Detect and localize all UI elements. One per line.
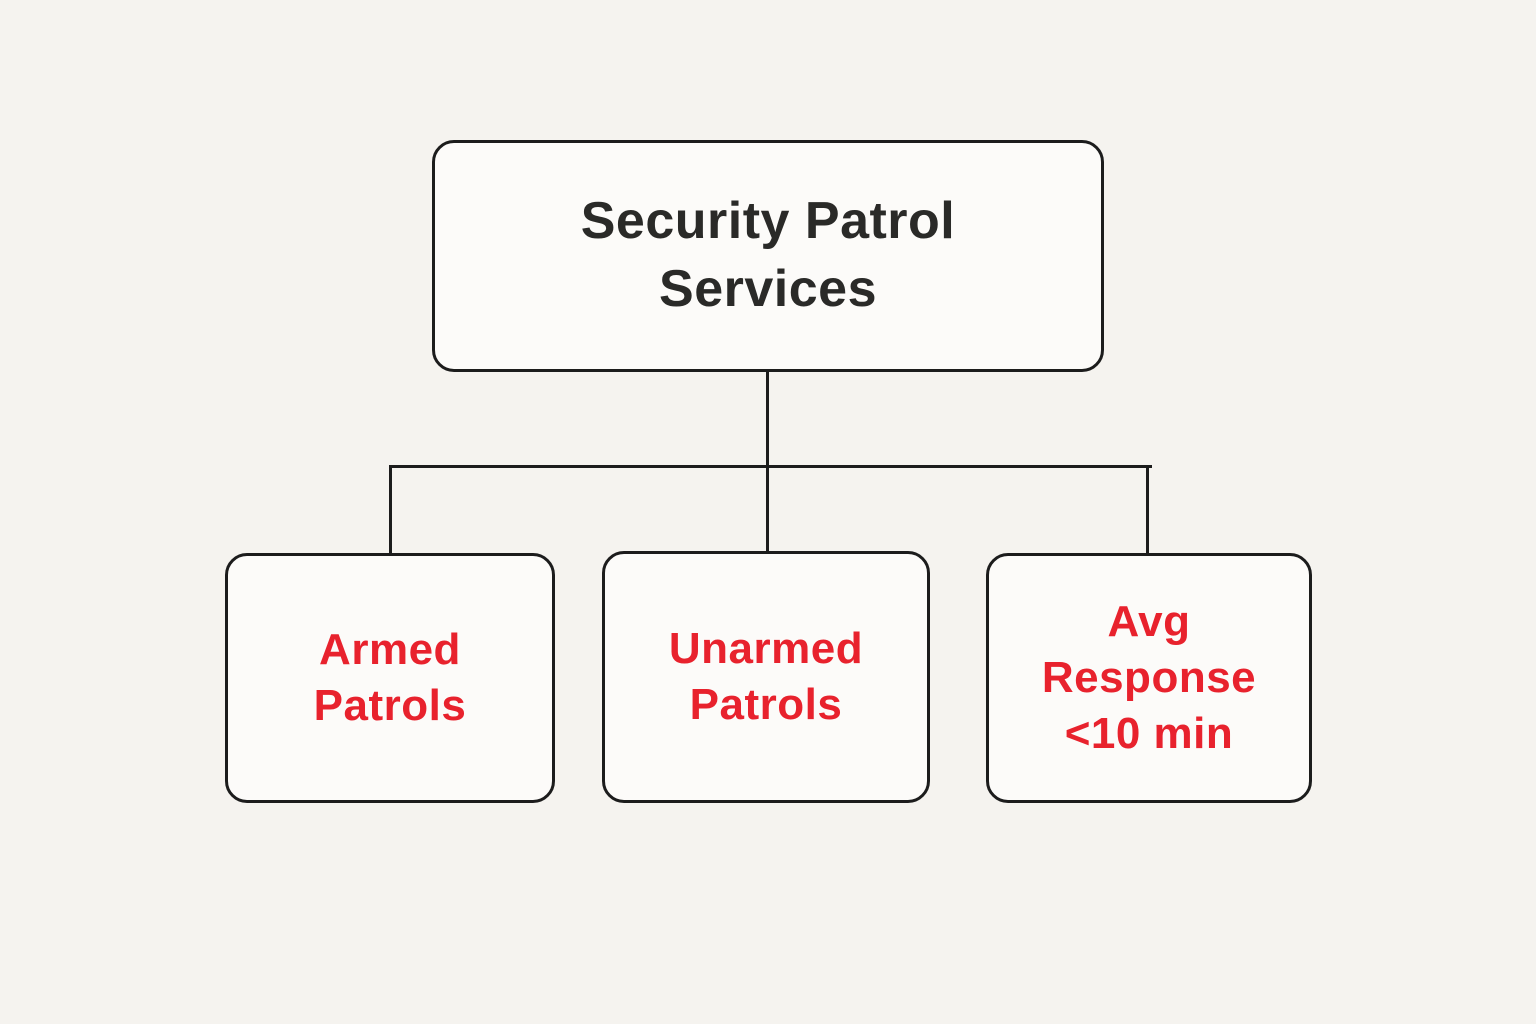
node-unarmed-patrols: Unarmed Patrols bbox=[602, 551, 930, 803]
connector-drop-avg-response bbox=[1146, 465, 1149, 555]
node-label: Armed Patrols bbox=[313, 625, 467, 730]
connector-drop-armed-patrols bbox=[389, 465, 392, 555]
connector-horizontal-rail bbox=[389, 465, 1152, 468]
node-armed-patrols: Armed Patrols bbox=[225, 553, 555, 803]
connector-drop-unarmed-patrols bbox=[766, 465, 769, 553]
node-label: Security Patrol Services bbox=[580, 192, 956, 318]
node-label: Avg Response <10 min bbox=[1041, 597, 1257, 758]
node-label: Unarmed Patrols bbox=[668, 624, 864, 729]
node-avg-response: Avg Response <10 min bbox=[986, 553, 1312, 803]
connector-root-stem bbox=[766, 372, 769, 466]
node-security-patrol-services: Security Patrol Services bbox=[432, 140, 1104, 372]
